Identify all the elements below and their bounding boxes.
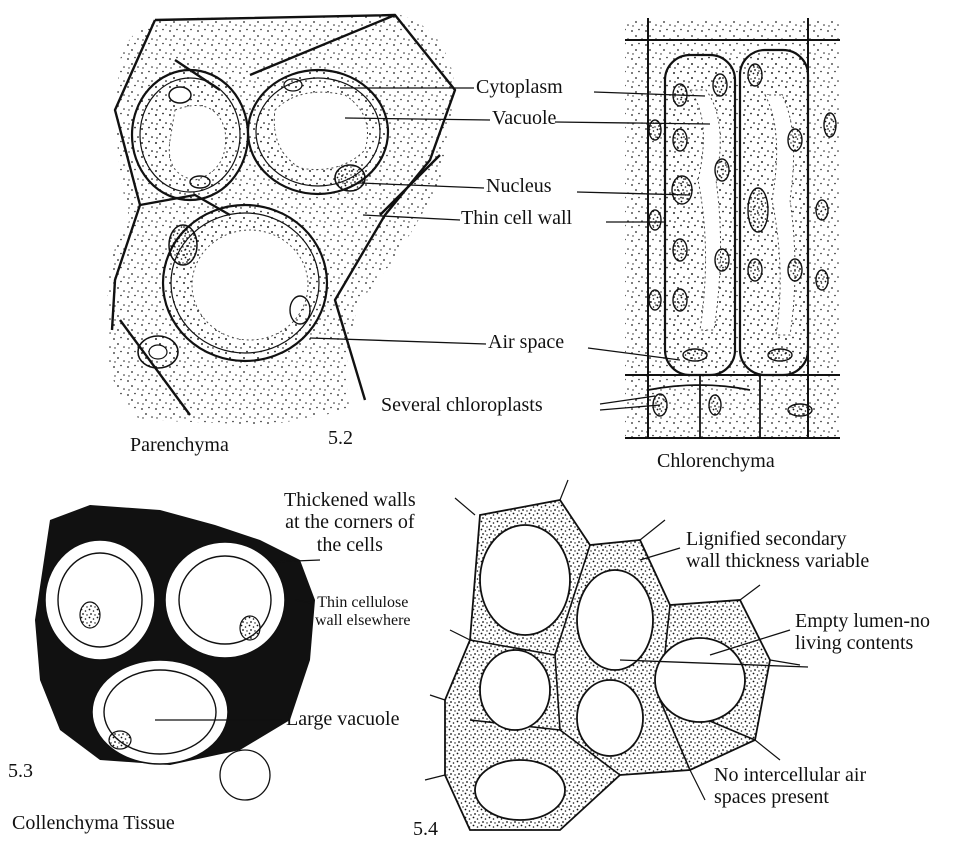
label-lignified-wall: Lignified secondary wall thickness varia… [686,528,869,573]
lumen-1 [480,525,570,635]
label-thickened-walls-line-3: the cells [284,534,416,556]
figure-number-5-4: 5.4 [413,818,438,840]
label-vacuole: Vacuole [492,107,556,129]
figure-number-5-3: 5.3 [8,760,33,782]
label-thin-cellulose-line-1: Thin cellulose [315,594,411,612]
label-no-air-line-2: spaces present [714,786,866,808]
label-lignified-line-2: wall thickness variable [686,550,869,572]
parenchyma-nucleus-b [335,165,365,191]
caption-chlorenchyma: Chlorenchyma [657,450,775,472]
lumen-3 [655,638,745,722]
parenchyma-nucleus-c [169,225,197,265]
label-no-air-spaces: No intercellular air spaces present [714,764,866,809]
lumen-4 [480,650,550,730]
label-cytoplasm: Cytoplasm [476,76,563,98]
label-no-air-line-1: No intercellular air [714,764,866,786]
label-empty-lumen: Empty lumen-no living contents [795,610,930,655]
label-thin-cell-wall: Thin cell wall [461,207,572,229]
lumen-2 [577,570,653,670]
label-large-vacuole: Large vacuole [286,708,399,730]
caption-collenchyma: Collenchyma Tissue [12,812,175,834]
parenchyma-diagram [108,15,456,425]
label-empty-lumen-line-1: Empty lumen-no [795,610,930,632]
label-several-chloroplasts: Several chloroplasts [381,394,543,416]
label-nucleus: Nucleus [486,175,552,197]
label-empty-lumen-line-2: living contents [795,632,930,654]
lumen-5 [577,680,643,756]
label-thickened-walls-line-2: at the corners of [284,511,416,533]
label-thin-cellulose-line-2: wall elsewhere [315,612,411,630]
label-thickened-walls: Thickened walls at the corners of the ce… [284,489,416,556]
lumen-6 [475,760,565,820]
label-thickened-walls-line-1: Thickened walls [284,489,416,511]
label-thin-cellulose-wall: Thin cellulose wall elsewhere [315,594,411,630]
label-lignified-line-1: Lignified secondary [686,528,869,550]
label-air-space: Air space [488,331,564,353]
chlorenchyma-diagram [625,18,840,438]
figure-number-5-2: 5.2 [328,427,353,449]
collenchyma-diagram [35,505,315,800]
parenchyma-nucleus-a [169,87,191,103]
caption-parenchyma: Parenchyma [130,434,229,456]
